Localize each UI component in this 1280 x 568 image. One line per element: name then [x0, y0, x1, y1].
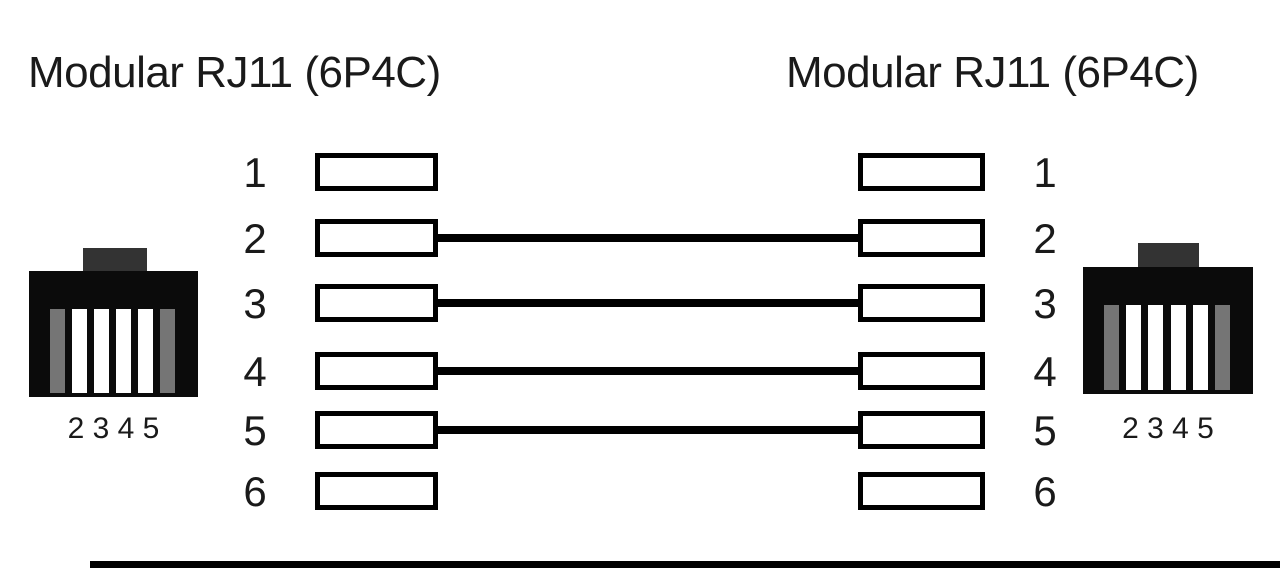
pin-contact-box-left	[315, 284, 438, 322]
inner-pin-stripe	[1170, 305, 1186, 390]
right-connector-title: Modular RJ11 (6P4C)	[786, 48, 1199, 97]
outer-pin-stripe	[1104, 305, 1119, 390]
pin-number-left: 1	[243, 149, 267, 196]
right-connector-pin-label: 2 3 4 5	[1122, 412, 1214, 445]
pin-number-right: 6	[1033, 468, 1057, 515]
pin-number-left: 2	[243, 215, 267, 262]
wire-pin-5-to-5	[434, 426, 862, 434]
connector-clip-tab	[1138, 243, 1199, 269]
pin-contact-box-left	[315, 219, 438, 257]
wire-pin-4-to-4	[434, 367, 862, 375]
connector-clip-tab	[83, 248, 147, 275]
pin-contact-box-right	[858, 472, 985, 510]
pin-number-left: 4	[243, 348, 267, 395]
outer-pin-stripe	[1214, 305, 1230, 390]
pin-contact-box-right	[858, 219, 985, 257]
inner-pin-stripe	[1148, 305, 1164, 390]
pin-contact-box-left	[315, 153, 438, 191]
right-rj11-connector-icon	[1083, 243, 1253, 394]
inner-pin-stripe	[116, 309, 131, 393]
wire-pin-2-to-2	[434, 234, 862, 242]
pin-number-right: 4	[1033, 348, 1057, 395]
bottom-border-bar	[90, 561, 1280, 568]
pin-contact-box-right	[858, 153, 985, 191]
pin-number-right: 5	[1033, 407, 1057, 454]
pin-number-left: 3	[243, 280, 267, 327]
pin-number-right: 3	[1033, 280, 1057, 327]
left-connector-pin-label: 2 3 4 5	[67, 412, 160, 445]
wire-pin-3-to-3	[434, 299, 862, 307]
pin-contact-box-right	[858, 411, 985, 449]
pin-contact-box-left	[315, 472, 438, 510]
pin-number-left: 6	[243, 468, 267, 515]
left-rj11-connector-icon	[29, 248, 198, 397]
inner-pin-stripe	[72, 309, 87, 393]
outer-pin-stripe	[50, 309, 65, 393]
connector-pin-stripes	[1104, 305, 1230, 390]
connector-pin-stripes	[50, 309, 175, 393]
inner-pin-stripe	[94, 309, 109, 393]
pin-contact-box-left	[315, 352, 438, 390]
pin-number-right: 1	[1033, 149, 1057, 196]
pin-contact-box-left	[315, 411, 438, 449]
left-connector-title: Modular RJ11 (6P4C)	[28, 48, 441, 97]
inner-pin-stripe	[138, 309, 153, 393]
pin-number-right: 2	[1033, 215, 1057, 262]
pin-contact-box-right	[858, 352, 985, 390]
pin-contact-box-right	[858, 284, 985, 322]
inner-pin-stripe	[1192, 305, 1208, 390]
pin-number-left: 5	[243, 407, 267, 454]
inner-pin-stripe	[1126, 305, 1142, 390]
outer-pin-stripe	[160, 309, 175, 393]
